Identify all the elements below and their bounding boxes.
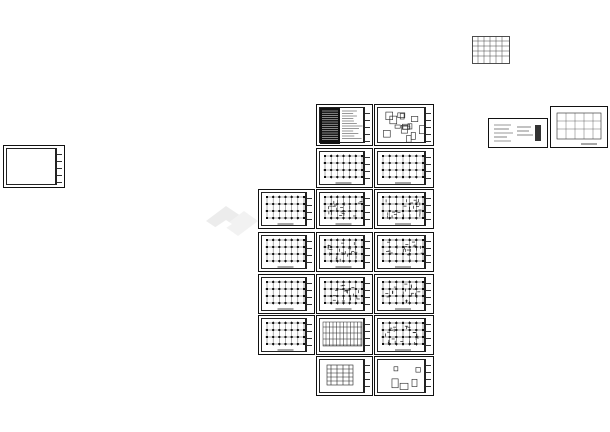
col-left-row2[interactable] <box>258 189 315 229</box>
small-grid-table[interactable] <box>472 36 510 64</box>
title-block <box>306 277 312 311</box>
title-block <box>364 192 370 226</box>
title-block <box>425 359 431 393</box>
title-block <box>306 192 312 226</box>
right-plan-sheet[interactable] <box>550 106 608 148</box>
title-block <box>306 318 312 352</box>
watermark-logo-icon <box>196 196 266 246</box>
right-notes-sheet[interactable] <box>488 118 548 148</box>
col-right-row6[interactable] <box>374 356 434 396</box>
title-block <box>425 151 431 185</box>
title-block <box>364 235 370 269</box>
col-left-row5[interactable] <box>258 315 315 355</box>
title-block <box>56 148 62 185</box>
left-isolated-sheet[interactable] <box>3 145 65 188</box>
title-block <box>425 107 431 143</box>
col-right-row1[interactable] <box>374 148 434 188</box>
col-right-row4[interactable] <box>374 274 434 314</box>
title-block <box>364 318 370 352</box>
notes-sheet-a[interactable] <box>316 104 373 146</box>
notes-sheet-b[interactable] <box>374 104 434 146</box>
col-mid-row2[interactable] <box>316 189 373 229</box>
col-mid-row5[interactable] <box>316 315 373 355</box>
title-block <box>425 277 431 311</box>
sheet-frame <box>6 148 56 185</box>
col-mid-row1[interactable] <box>316 148 373 188</box>
title-block <box>425 192 431 226</box>
col-left-row3[interactable] <box>258 232 315 272</box>
title-block <box>364 359 370 393</box>
title-block <box>306 235 312 269</box>
col-right-row3[interactable] <box>374 232 434 272</box>
col-left-row4[interactable] <box>258 274 315 314</box>
col-right-row2[interactable] <box>374 189 434 229</box>
col-mid-row4[interactable] <box>316 274 373 314</box>
title-block <box>425 318 431 352</box>
col-mid-row6[interactable] <box>316 356 373 396</box>
col-right-row5[interactable] <box>374 315 434 355</box>
title-block <box>425 235 431 269</box>
title-block <box>364 107 370 143</box>
col-mid-row3[interactable] <box>316 232 373 272</box>
title-block <box>364 277 370 311</box>
grid-plan <box>551 107 608 148</box>
title-block <box>364 151 370 185</box>
